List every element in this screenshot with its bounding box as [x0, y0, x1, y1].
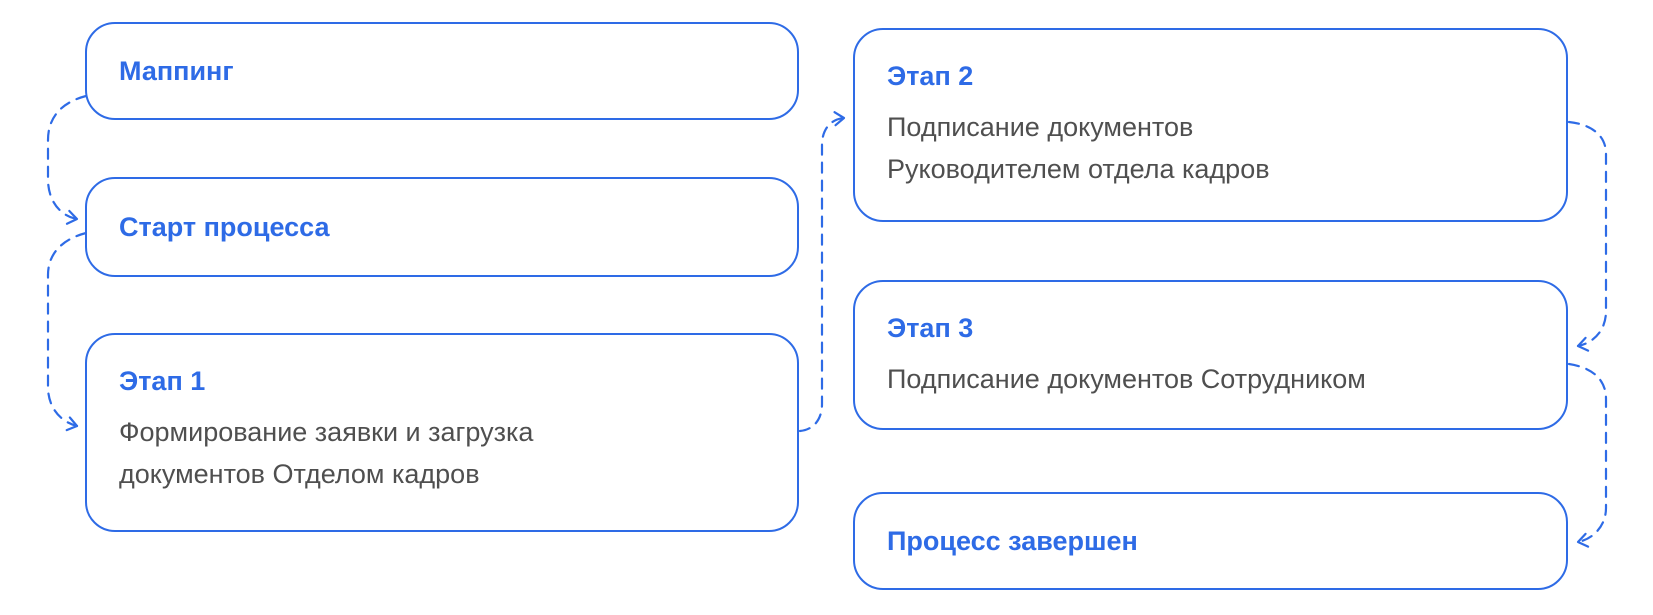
node-title: Этап 3: [887, 313, 974, 343]
node-mapping[interactable]: Маппинг: [85, 22, 799, 120]
node-title: Этап 2: [887, 61, 974, 91]
node-start-process[interactable]: Старт процесса: [85, 177, 799, 277]
node-title: Старт процесса: [119, 212, 330, 242]
node-title: Этап 1: [119, 366, 206, 396]
node-stage-2[interactable]: Этап 2 Подписание документов Руководител…: [853, 28, 1568, 222]
connector-stage2-to-stage3: [1567, 120, 1608, 352]
node-stage-3[interactable]: Этап 3 Подписание документов Сотрудником: [853, 280, 1568, 430]
connector-stage1-to-stage2: [798, 111, 846, 433]
node-title: Процесс завершен: [887, 526, 1138, 556]
node-description: Подписание документов Руководителем отде…: [887, 112, 1270, 184]
node-description: Формирование заявки и загрузка документо…: [119, 417, 534, 489]
connector-stage3-to-done: [1567, 362, 1608, 548]
node-process-finished[interactable]: Процесс завершен: [853, 492, 1568, 590]
node-title: Маппинг: [119, 56, 234, 86]
node-stage-1[interactable]: Этап 1 Формирование заявки и загрузка до…: [85, 333, 799, 532]
connector-mapping-to-start: [46, 94, 88, 225]
connector-start-to-stage1: [46, 231, 88, 432]
node-description: Подписание документов Сотрудником: [887, 364, 1366, 394]
